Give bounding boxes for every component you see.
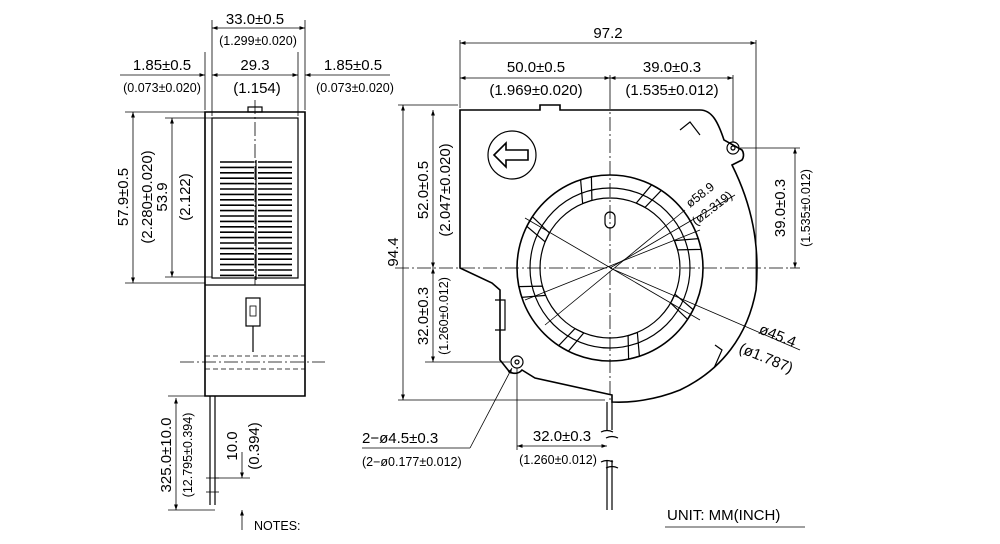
rotation-direction-circle xyxy=(487,130,537,180)
side-overall-width-inch: (1.299±0.020) xyxy=(219,34,297,48)
side-strip-length-mm: 10.0 xyxy=(224,431,241,460)
housing-tab-right xyxy=(713,344,723,369)
lead-offset-inch: (1.260±0.012) xyxy=(519,453,597,467)
mount-note-leader xyxy=(469,367,513,449)
side-inner-width-inch: (1.154) xyxy=(233,80,281,97)
side-height-outer-mm: 57.9±0.5 xyxy=(115,168,132,226)
unit-label: UNIT: MM(INCH) xyxy=(667,507,780,524)
front-hole-offset-x-mm: 39.0±0.3 xyxy=(643,59,701,76)
mount-hole-left xyxy=(510,355,524,369)
side-left-margin-mm: 1.85±0.5 xyxy=(133,57,191,74)
rotation-arrow-icon xyxy=(492,141,529,169)
notes-label: NOTES: xyxy=(254,519,301,533)
side-lead-length-inch: (12.795±0.394) xyxy=(181,413,195,498)
front-hub-offset-y-mm: 52.0±0.5 xyxy=(415,161,432,219)
front-hub-offset-x-mm: 50.0±0.5 xyxy=(507,59,565,76)
housing-tab-top xyxy=(679,121,701,136)
front-right-hole-y-mm: 39.0±0.3 xyxy=(772,179,789,237)
impeller-spoke xyxy=(579,176,593,205)
front-hub-offset-x-inch: (1.969±0.020) xyxy=(489,82,582,99)
impeller-spoke xyxy=(627,331,641,360)
side-inner-width-mm: 29.3 xyxy=(240,57,269,74)
mount-holes-mm: 2−ø4.5±0.3 xyxy=(362,430,438,447)
side-housing-outline xyxy=(204,111,306,397)
front-right-hole-y-inch: (1.535±0.012) xyxy=(799,169,813,247)
front-lower-hole-y-inch: (1.260±0.012) xyxy=(437,277,451,355)
front-outlet-dia-mm: ø45.4 xyxy=(757,321,799,351)
dia-leader-3 xyxy=(524,229,701,301)
side-strip-length-inch: (0.394) xyxy=(246,422,263,470)
side-right-margin-inch: (0.073±0.020) xyxy=(316,81,394,95)
side-overall-width-mm: 33.0±0.5 xyxy=(226,11,284,28)
impeller-spoke xyxy=(518,285,547,299)
front-housing-outline xyxy=(459,104,758,403)
housing-tab-left xyxy=(495,299,506,331)
mount-holes-inch: (2−ø0.177±0.012) xyxy=(362,455,462,469)
side-connector-pin xyxy=(249,305,257,317)
side-height-inner-inch: (2.122) xyxy=(177,173,194,221)
impeller-spoke xyxy=(526,215,551,243)
outlet-leader xyxy=(609,267,801,351)
side-lead-length-mm: 325.0±10.0 xyxy=(158,418,175,493)
side-left-margin-inch: (0.073±0.020) xyxy=(123,81,201,95)
side-connector xyxy=(245,297,261,327)
lead-offset-mm: 32.0±0.3 xyxy=(533,428,591,445)
front-hub-offset-y-inch: (2.047±0.020) xyxy=(437,143,454,236)
dia-leader-outer xyxy=(544,209,686,326)
side-height-inner-mm: 53.9 xyxy=(154,182,171,211)
front-overall-height: 94.4 xyxy=(385,237,402,266)
front-lower-hole-y-mm: 32.0±0.3 xyxy=(415,287,432,345)
impeller-blades-side xyxy=(220,161,292,277)
impeller-spokes xyxy=(518,176,702,360)
impeller-spoke xyxy=(557,327,585,352)
side-view: 33.0±0.5 (1.299±0.020) 1.85±0.5 (0.073±0… xyxy=(115,11,394,530)
front-overall-width: 97.2 xyxy=(593,25,622,42)
impeller-leader xyxy=(609,194,736,269)
mount-hole-right-inner xyxy=(730,145,736,151)
front-view: 97.2 50.0±0.5 (1.969±0.020) 39.0±0.3 (1.… xyxy=(362,25,813,510)
side-height-outer-inch: (2.280±0.020) xyxy=(139,150,156,243)
lead-break-mark-2 xyxy=(600,459,619,469)
front-hole-offset-x-inch: (1.535±0.012) xyxy=(625,82,718,99)
mount-hole-left-inner xyxy=(514,359,520,365)
impeller-spoke xyxy=(673,237,702,251)
impeller-spoke xyxy=(669,293,694,321)
side-right-margin-mm: 1.85±0.5 xyxy=(324,57,382,74)
lead-break-mark xyxy=(600,429,619,439)
impeller-spoke xyxy=(635,184,663,209)
